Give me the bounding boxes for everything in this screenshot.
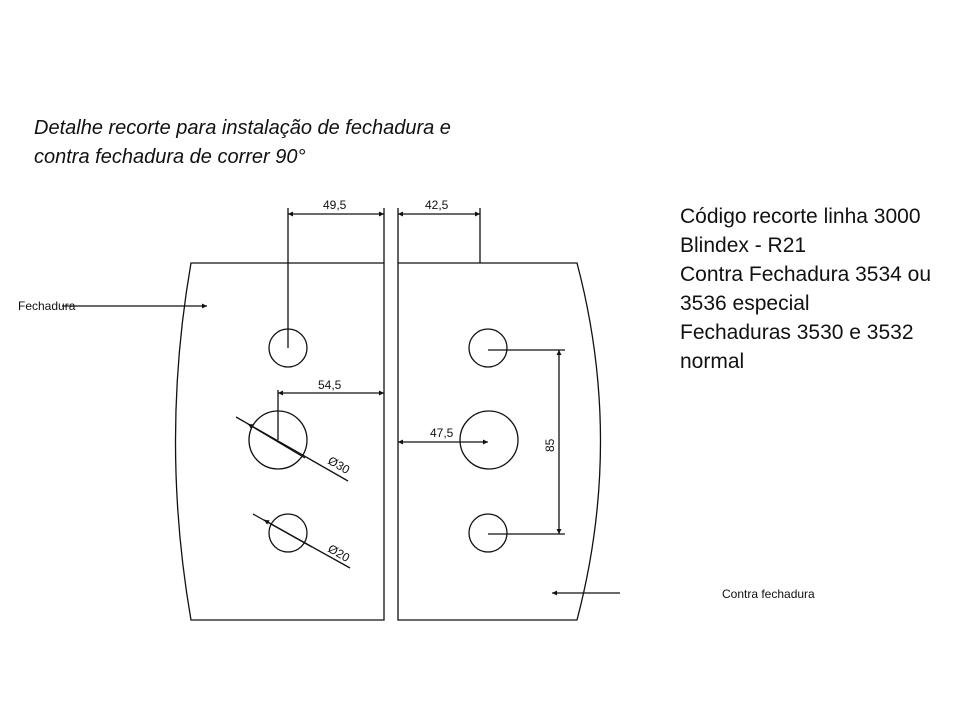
hole-small-lock-bottom xyxy=(268,513,308,553)
hole-big-lock xyxy=(248,410,308,470)
dim-label: 49,5 xyxy=(323,198,347,212)
info-line: 3536 especial xyxy=(680,292,810,315)
title-line-1: Detalhe recorte para instalação de fecha… xyxy=(34,117,451,139)
strike-label: Contra fechadura xyxy=(722,587,815,601)
hole-small-lock-top xyxy=(268,328,308,368)
lock-label: Fechadura xyxy=(18,299,76,313)
dia-label: Ø30 xyxy=(326,453,353,477)
info-line: Blindex - R21 xyxy=(680,234,807,257)
drawing-title: Detalhe recorte para instalação de fecha… xyxy=(34,114,451,172)
info-line: normal xyxy=(680,350,745,373)
info-block: Código recorte linha 3000 Blindex - R21 … xyxy=(680,202,931,376)
lock-glass-panel xyxy=(174,262,385,621)
dim-label: 54,5 xyxy=(318,378,342,392)
dim-label: 47,5 xyxy=(430,426,454,440)
hole-small-strike-bottom xyxy=(468,513,508,553)
dim-label: 42,5 xyxy=(425,198,449,212)
info-line: Fechaduras 3530 e 3532 xyxy=(680,321,914,344)
dia-arrow-20 xyxy=(263,519,313,548)
info-line: Contra Fechadura 3534 ou xyxy=(680,263,932,286)
title-line-2: contra fechadura de correr 90° xyxy=(34,146,306,168)
dia-arrow-30 xyxy=(247,423,306,459)
dim-label: 85 xyxy=(543,438,557,452)
strike-glass-panel xyxy=(397,262,602,621)
hole-big-strike xyxy=(459,410,519,470)
info-line: Código recorte linha 3000 xyxy=(680,205,921,228)
hole-small-strike-top xyxy=(468,328,508,368)
